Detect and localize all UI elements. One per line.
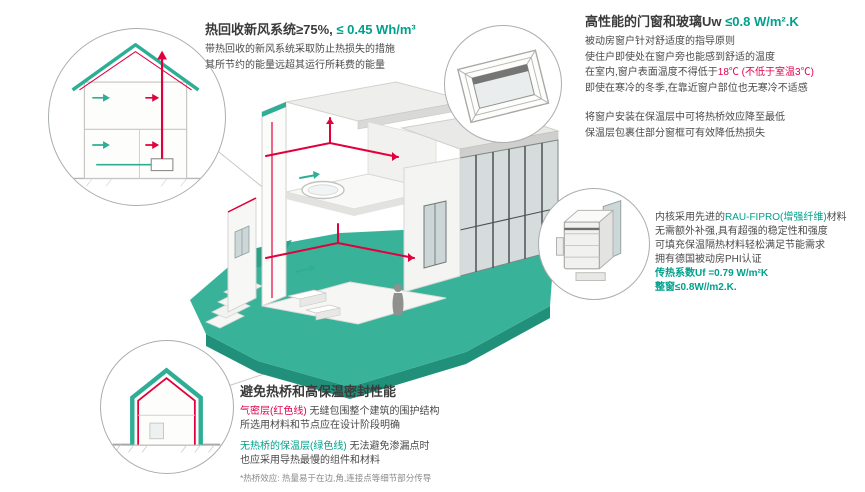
left-annex-wall (227, 197, 257, 313)
airtight-detail-circle (100, 340, 234, 474)
ventilation-text-block: 热回收新风系统≥75%, ≤ 0.45 Wh/m³ 带热回收的新风系统采取防止热… (205, 22, 475, 73)
thermal-footnote: *热桥效应: 热量易于在边,角,连接点等细节部分传导 (240, 473, 432, 484)
profile-line1b: RAU-FIPRO(增强纤维) (725, 212, 827, 223)
ventilation-line1: 带热回收的新风系统采取防止热损失的措施 (205, 44, 395, 56)
profile-uvalue-window: 整窗≤0.8W//m2.K. (655, 282, 737, 293)
profile-line2: 无需额外补强,具有超强的稳定性和强度 (655, 226, 828, 237)
thermal-insulation-text: 无法避免渗漏点时 (346, 441, 430, 453)
window-profile-drawing (556, 200, 622, 281)
thermal-insulation-line1: 无热桥的保温层(绿色线) 无法避免渗漏点时 (240, 440, 570, 454)
window-corner-drawing (457, 49, 550, 124)
windows-p1-line3b: 18℃ (717, 67, 739, 79)
windows-p1-line3c: (不低于室温3℃) (738, 67, 814, 79)
windows-paragraph-1: 被动房窗户针对舒适度的指导原则 使住户即使处在窗户旁也能感到舒适的温度 在室内,… (585, 34, 863, 96)
insulation-green-line (130, 367, 203, 445)
windows-title-main: 高性能的门窗和玻璃Uw (585, 14, 726, 29)
ventilation-line2: 其所节约的能量远超其运行所耗费的能量 (205, 59, 385, 71)
ventilation-title-main: 热回收新风系统≥75%, (205, 22, 333, 37)
supply-arrowheads (309, 171, 320, 272)
ventilation-title-accent: ≤ 0.45 Wh/m³ (332, 22, 416, 37)
thermal-title: 避免热桥和高保温密封性能 (240, 384, 397, 399)
thermal-airtight-line1: 气密层(红色线) 无缝包围整个建筑的围护结构 (240, 405, 570, 419)
person-figure (392, 284, 404, 315)
profile-body: 内核采用先进的RAU-FIPRO(增强纤维)材料 无需额外补强,具有超强的稳定性… (655, 211, 865, 295)
windows-p1-line3a: 在室内,窗户表面温度不得低于 (585, 67, 718, 79)
airtight-red-line (137, 377, 196, 445)
ventilation-detail-circle (48, 28, 226, 206)
thermal-insulation-label: 无热桥的保温层(绿色线) (240, 441, 347, 453)
thermal-insulation-line2: 也应采用导热最慢的组件和材料 (240, 455, 380, 467)
profile-text-block: 内核采用先进的RAU-FIPRO(增强纤维)材料 无需额外补强,具有超强的稳定性… (655, 211, 865, 295)
profile-line4: 拥有德国被动房PHI认证 (655, 254, 762, 265)
windows-p1-line1: 被动房窗户针对舒适度的指导原则 (585, 36, 735, 48)
ground-floor-kitchen (261, 281, 447, 325)
windows-paragraph-2: 将窗户安装在保温层中可将热桥效应降至最低 保温层包裹住部分窗框可有效降低热损失 (585, 110, 863, 141)
windows-p1-line4: 即使在寒冷的冬季,在靠近窗户部位也无寒冷不适感 (585, 82, 808, 94)
ventilation-body: 带热回收的新风系统采取防止热损失的措施 其所节约的能量远超其运行所耗费的能量 (205, 42, 475, 73)
thermal-airtight-text: 无缝包围整个建筑的围护结构 (306, 406, 440, 418)
windows-title: 高性能的门窗和玻璃Uw ≤0.8 W/m².K (585, 14, 863, 30)
duct-arrows (326, 118, 414, 262)
wing-front-face (403, 157, 461, 293)
glass-facade (459, 139, 559, 277)
rear-cut-wall (261, 101, 287, 307)
ventilation-title: 热回收新风系统≥75%, ≤ 0.45 Wh/m³ (205, 22, 475, 38)
thermal-airtight-line2: 所选用材料和节点应在设计阶段明确 (240, 420, 400, 432)
ventilation-section-drawing (64, 43, 209, 187)
thermal-airtight-label: 气密层(红色线) (240, 406, 307, 418)
thermal-insulation: 无热桥的保温层(绿色线) 无法避免渗漏点时 也应采用导热最慢的组件和材料 (240, 440, 570, 468)
windows-p1-line2: 使住户即使处在窗户旁也能感到舒适的温度 (585, 51, 775, 63)
profile-line1a: 内核采用先进的 (655, 212, 725, 223)
profile-line1: 内核采用先进的RAU-FIPRO(增强纤维)材料 (655, 211, 865, 225)
windows-p2-line2: 保温层包裹住部分窗框可有效降低热损失 (585, 127, 765, 139)
window-corner-detail-circle (444, 25, 562, 143)
profile-line1c: 材料 (826, 212, 847, 223)
windows-p2-line1: 将窗户安装在保温层中可将热桥效应降至最低 (585, 112, 785, 124)
windows-text-block: 高性能的门窗和玻璃Uw ≤0.8 W/m².K 被动房窗户针对舒适度的指导原则 … (585, 14, 863, 141)
profile-uvalue-frame: 传热系数Uf =0.79 W/m²K (655, 268, 769, 279)
airtight-section-drawing (112, 367, 221, 453)
windows-p1-line3: 在室内,窗户表面温度不得低于18℃ (不低于室温3℃) (585, 65, 863, 81)
heat-recovery-unit (150, 158, 174, 172)
thermal-text-block: 避免热桥和高保温密封性能 气密层(红色线) 无缝包围整个建筑的围护结构 所选用材… (240, 384, 570, 485)
profile-line3: 可填充保温隔热材料轻松满足节能需求 (655, 240, 825, 251)
thermal-airtight: 气密层(红色线) 无缝包围整个建筑的围护结构 所选用材料和节点应在设计阶段明确 (240, 405, 570, 433)
window-opening (149, 422, 165, 440)
windows-title-accent: ≤0.8 W/m².K (725, 14, 799, 29)
window-profile-detail-circle (538, 188, 650, 300)
supply-arrows (295, 174, 317, 273)
